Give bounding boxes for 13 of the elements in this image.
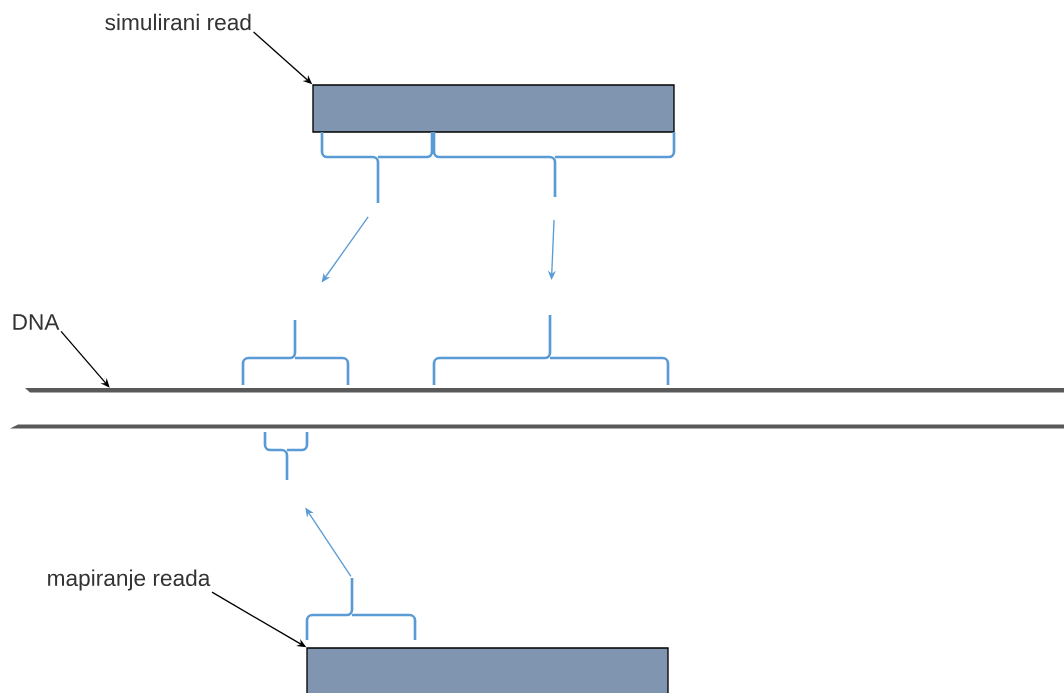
arrow <box>60 330 110 388</box>
read-bar <box>306 647 669 693</box>
brace <box>432 313 670 387</box>
brace <box>241 318 350 387</box>
node-label: mapiranje reada <box>48 569 211 591</box>
read-bar <box>312 84 675 133</box>
node-label: simulirani read <box>105 13 251 31</box>
brace <box>320 130 434 205</box>
brace <box>263 430 309 482</box>
brace <box>432 130 676 199</box>
dna-strands <box>10 388 1064 429</box>
node-label: DNA <box>13 314 60 330</box>
brace <box>305 576 417 642</box>
